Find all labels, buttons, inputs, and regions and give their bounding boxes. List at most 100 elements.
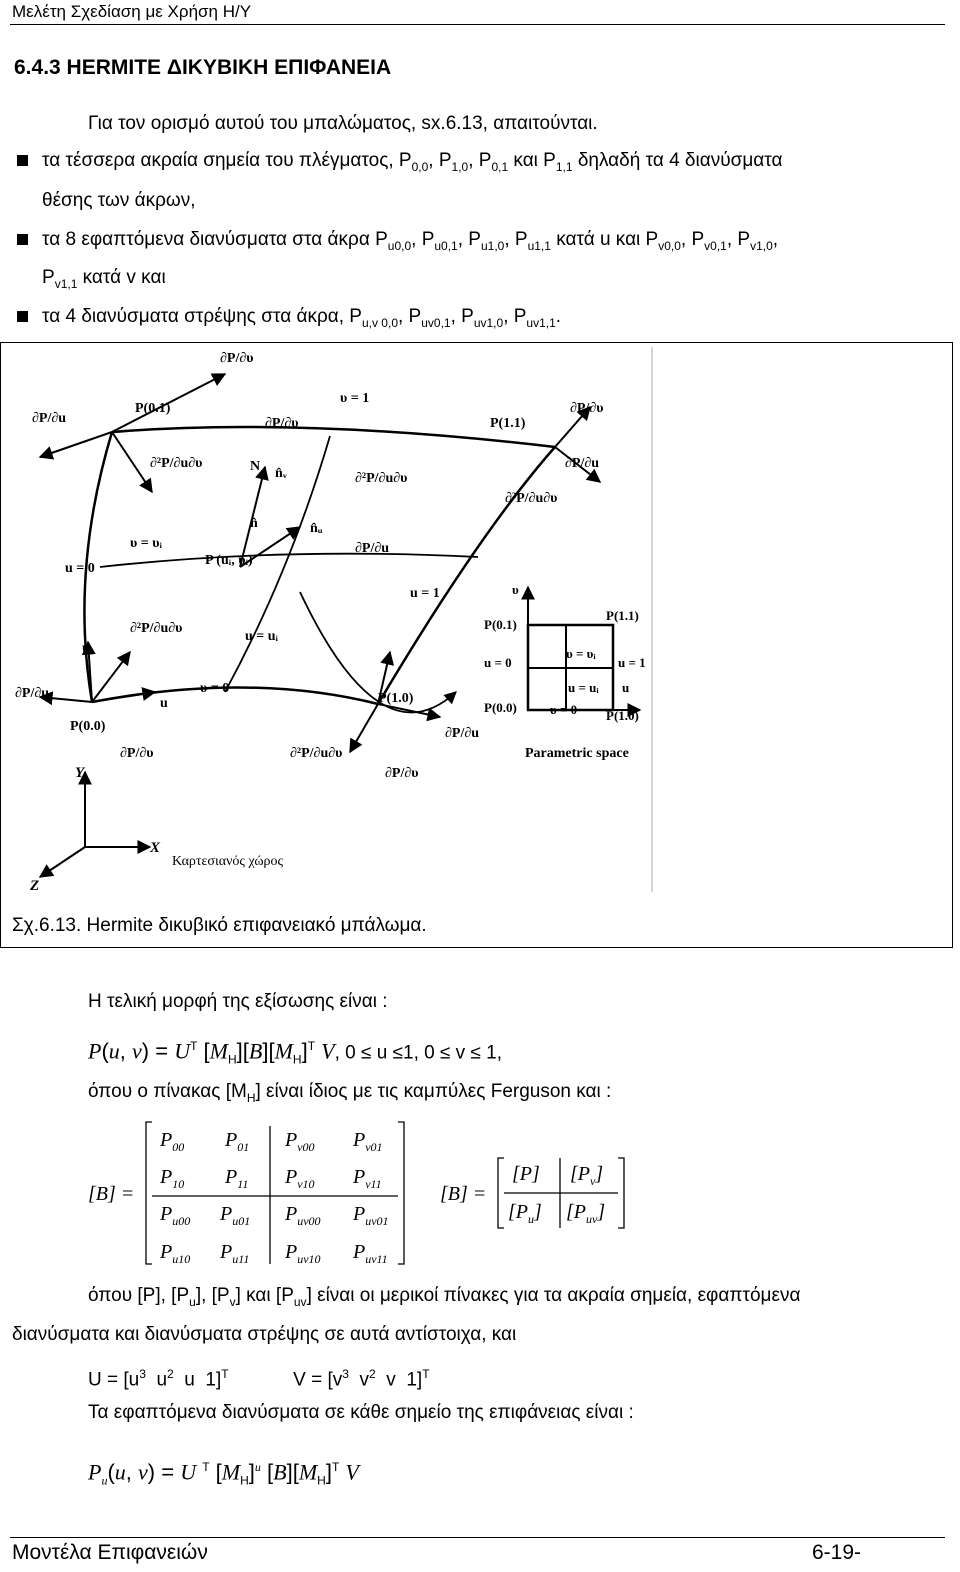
patch-boundary xyxy=(83,425,556,706)
label-u-axis: u xyxy=(160,696,168,711)
svg-text:[B] =: [B] = xyxy=(440,1183,486,1205)
label-p00: P(0.0) xyxy=(70,719,106,734)
svg-text:Pu11: Pu11 xyxy=(219,1241,249,1266)
svg-text:P01: P01 xyxy=(224,1129,249,1154)
where-mh-text-2: ] είναι ίδιος με τις καμπύλες Ferguson κ… xyxy=(255,1081,612,1102)
where-p-line-2: διανύσματα και διανύσματα στρέψης σε αυτ… xyxy=(12,1324,517,1345)
label-u0: u = 0 xyxy=(65,561,95,576)
figure-frame xyxy=(0,342,953,948)
hermite-patch-figure: υ = 1 υ = υᵢ υ = 0 u = 0 u = 1 u = uᵢ P(… xyxy=(15,347,653,894)
curve-u-ui xyxy=(224,435,331,693)
svg-text:P00: P00 xyxy=(159,1129,184,1154)
ps-caption: Parametric space xyxy=(525,746,629,761)
bullet-square-icon xyxy=(17,155,28,166)
label-puv: P (uᵢ, υᵢ) xyxy=(205,553,253,568)
label-ui: u = uᵢ xyxy=(245,629,279,644)
intro-text: Για τον ορισμό αυτού του μπαλώματος, sx.… xyxy=(88,113,598,134)
bullet-2-line-2: Pv1,1 κατά v και xyxy=(42,267,166,291)
svg-text:Puv00: Puv00 xyxy=(284,1203,321,1228)
ps-label-u: u xyxy=(622,680,629,695)
ps-label-vvi: υ = υᵢ xyxy=(566,646,596,661)
ps-label-v0: υ = 0 xyxy=(550,702,577,717)
bullet-2-mid: κατά u και xyxy=(556,229,641,250)
b-matrix-equations: [B] = P00 P01 Pv00 Pv01 P10 P11 Pv10 Pv1… xyxy=(88,1121,625,1266)
label-d2P-p00: ∂²P/∂u∂υ xyxy=(130,621,182,636)
bullet-1-line-1: τα τέσσερα ακραία σημεία του πλέγματος, … xyxy=(42,150,783,174)
label-dPdv-p01: ∂P/∂υ xyxy=(220,351,254,366)
svg-text:Pv11: Pv11 xyxy=(352,1166,382,1191)
tangent-arrow xyxy=(349,703,379,754)
svg-text:Puv10: Puv10 xyxy=(284,1241,321,1266)
tangent-arrow xyxy=(377,650,394,705)
svg-text:Puv01: Puv01 xyxy=(352,1203,389,1228)
label-cartesian: Καρτεσιανός χώρος xyxy=(172,854,284,869)
label-dPdv-p10: ∂P/∂υ xyxy=(385,766,419,781)
svg-text:[Puv]: [Puv] xyxy=(566,1201,605,1226)
where-p-line-1: όπου [P], [Pu], [Pv] και [Puv] είναι οι … xyxy=(88,1285,801,1309)
ps-label-v: υ xyxy=(512,582,519,597)
ps-label-u1: u = 1 xyxy=(618,655,646,670)
label-p01: P(0.1) xyxy=(135,401,171,416)
bullet-square-icon xyxy=(17,311,28,322)
equation-tangent: Pu(u, v) = U T [MH]u [B][MH]T V xyxy=(88,1459,359,1488)
ps-label-p10: P(1.0) xyxy=(606,708,639,723)
bullet-3-prefix: τα 4 διανύσματα στρέψης στα άκρα, xyxy=(42,306,345,327)
label-dPdu-p01: ∂P/∂u xyxy=(32,411,66,426)
label-p10: P(1.0) xyxy=(378,691,414,706)
label-d2P-p11: ∂²P/∂u∂υ xyxy=(505,491,557,506)
v-def-text: V = [v xyxy=(293,1369,343,1391)
final-form-intro: Η τελική μορφή της εξίσωσης είναι : xyxy=(88,991,388,1012)
label-dPdu-p11: ∂P/∂u xyxy=(565,456,599,471)
section-title: 6.4.3 HERMITE ΔΙΚΥΒΙΚΗ ΕΠΙΦΑΝΕΙΑ xyxy=(14,56,392,79)
tangent-arrow xyxy=(81,640,96,703)
label-nu: n̂ᵤ xyxy=(310,521,323,536)
ps-label-u0: u = 0 xyxy=(484,655,512,670)
figure-caption: Σχ.6.13. Hermite δικυβικό επιφανειακό μπ… xyxy=(12,915,427,936)
where-p-text-b: ], [P xyxy=(195,1285,230,1306)
svg-text:[P]: [P] xyxy=(512,1163,540,1185)
bullet-1-prefix: τα τέσσερα ακραία σημεία του πλέγματος, xyxy=(42,150,394,171)
label-dPdv-puv: ∂P/∂υ xyxy=(265,416,299,431)
where-mh-text: όπου ο πίνακας [M xyxy=(88,1081,247,1102)
svg-text:P10: P10 xyxy=(159,1166,184,1191)
z-axis xyxy=(38,846,86,878)
footer-chapter: Μοντέλα Επιφανειών xyxy=(12,1541,208,1564)
label-vi: υ = υᵢ xyxy=(130,536,163,551)
edge-v1 xyxy=(111,425,556,449)
bullet-2-suffix: κατά v και xyxy=(82,267,166,288)
svg-text:[Pu]: [Pu] xyxy=(508,1201,542,1226)
header-rule xyxy=(10,24,945,25)
label-d2P-p01: ∂²P/∂u∂υ xyxy=(150,456,202,471)
bullet-1-suffix: δηλαδή τα 4 διανύσματα xyxy=(577,150,783,171)
tangent-arrow xyxy=(111,431,153,494)
equation-1: P(u, v) = UT [MH][B][MH]T V, 0 ≤ u ≤1, 0… xyxy=(88,1038,503,1067)
footer-page-number: 6-19- xyxy=(812,1541,862,1564)
label-d2P-puv: ∂²P/∂u∂υ xyxy=(355,471,407,486)
where-mh-line: όπου ο πίνακας [MH] είναι ίδιος με τις κ… xyxy=(88,1081,612,1105)
footer-rule xyxy=(10,1537,945,1538)
where-p-text-d: ] είναι οι μερικοί πίνακες για τα ακραία… xyxy=(306,1285,801,1306)
label-p11: P(1.1) xyxy=(490,416,526,431)
tangent-arrow xyxy=(111,373,227,433)
label-v1: υ = 1 xyxy=(340,391,369,406)
label-dPdu-p10: ∂P/∂u xyxy=(445,726,479,741)
label-Y: Y xyxy=(75,765,86,781)
bullet-2-line-1: τα 8 εφαπτόμενα διανύσματα στα άκρα Pu0,… xyxy=(42,229,779,253)
svg-text:Pu10: Pu10 xyxy=(159,1241,190,1266)
svg-text:Pu01: Pu01 xyxy=(219,1203,250,1228)
label-N: N xyxy=(250,459,260,474)
tangent-arrow xyxy=(91,650,131,703)
svg-text:Puv11: Puv11 xyxy=(352,1241,388,1266)
svg-text:Pv00: Pv00 xyxy=(284,1129,315,1154)
tangent-arrow xyxy=(38,431,113,460)
label-X: X xyxy=(149,840,161,856)
edge-u1 xyxy=(376,446,556,705)
label-u1: u = 1 xyxy=(410,586,440,601)
svg-text:Pu00: Pu00 xyxy=(159,1203,190,1228)
u-def-text: U = [u xyxy=(88,1369,140,1391)
tangent-arrow xyxy=(554,446,602,483)
label-d2P-p10: ∂²P/∂u∂υ xyxy=(290,746,342,761)
bullet-1-line-2: θέσης των άκρων, xyxy=(42,190,196,211)
svg-text:P11: P11 xyxy=(224,1166,248,1191)
tangent-arrow xyxy=(554,405,591,448)
